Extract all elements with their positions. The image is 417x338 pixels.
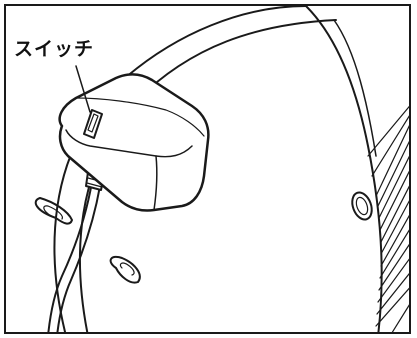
surface-slot-1 [34,197,73,225]
illustration-frame: スイッチ [4,4,411,334]
adapter-switch-illustration [34,6,409,332]
side-button-icon [351,191,373,221]
power-cord [47,181,93,332]
vent-grille [367,105,409,332]
callout-leader-line [75,65,91,113]
surface-slot-2 [109,255,141,284]
device-right-panel-edge [305,6,383,332]
power-adapter-icon [58,73,210,212]
switch-callout-label: スイッチ [14,38,95,60]
